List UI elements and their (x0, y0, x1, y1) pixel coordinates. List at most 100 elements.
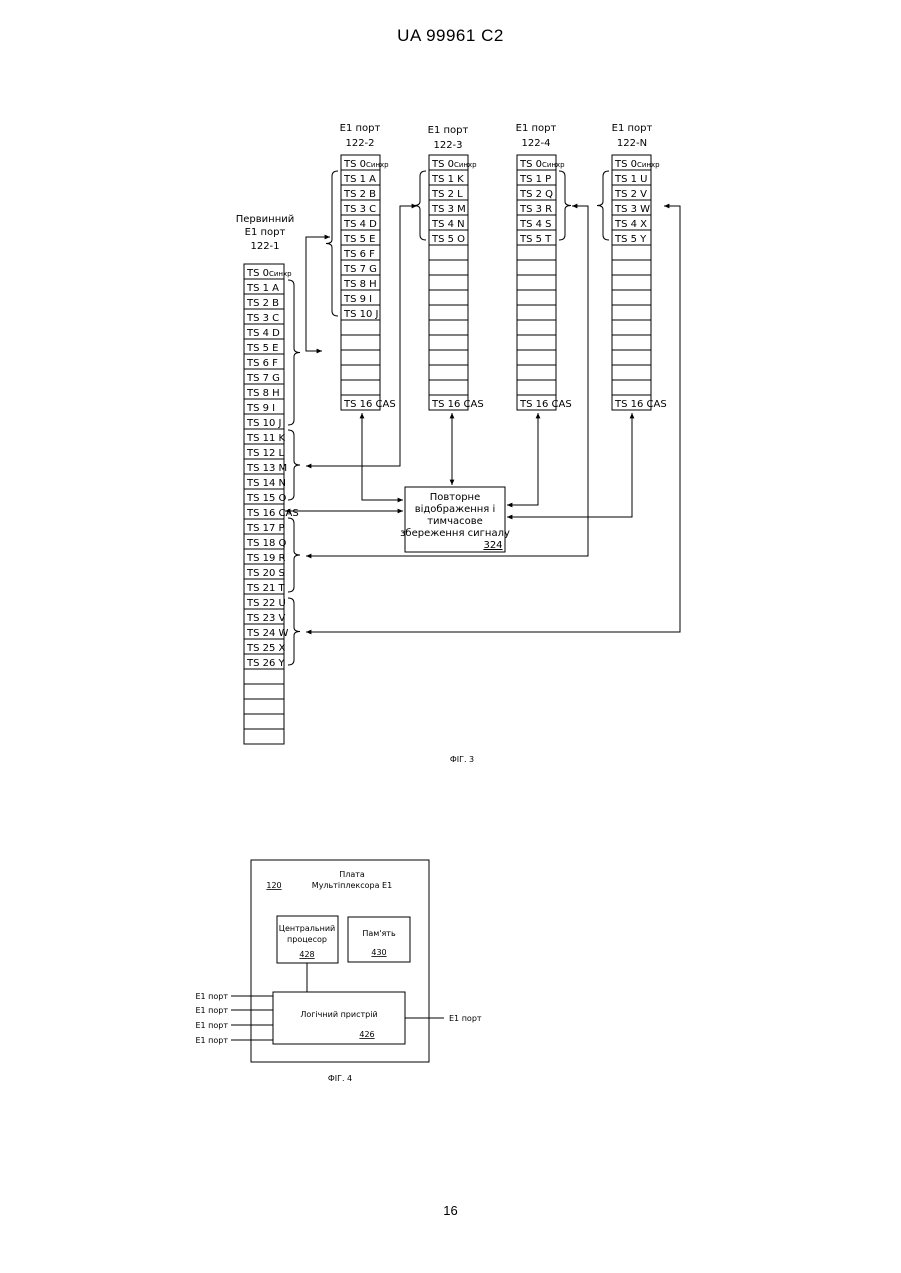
timeslot-cell (517, 380, 556, 395)
timeslot-cell (612, 335, 651, 350)
port-label-122-2: E1 порт 122-2 (340, 123, 381, 149)
timeslot-label: TS 4 X (614, 219, 647, 230)
timeslot-label: TS 0Синхр (519, 159, 565, 170)
timeslot-cell (244, 684, 284, 699)
svg-text:430: 430 (371, 948, 386, 957)
timeslot-label: TS 2 B (246, 298, 279, 309)
timeslot-label: TS 25 X (246, 643, 286, 654)
timeslot-cell (429, 350, 468, 365)
timeslot-label: TS 3 C (343, 204, 376, 215)
timeslot-label: TS 3 M (431, 204, 466, 215)
svg-text:E1 порт: E1 порт (612, 123, 653, 134)
timeslot-cell (517, 305, 556, 320)
svg-text:E1 порт: E1 порт (340, 123, 381, 134)
timeslot-label: TS 16 CAS (519, 399, 572, 410)
timeslot-label: TS 3 W (614, 204, 650, 215)
timeslot-cell (341, 320, 380, 335)
svg-text:122-1: 122-1 (250, 241, 279, 252)
timeslot-cell (612, 245, 651, 260)
port-122-3-slots: TS 0СинхрTS 1 KTS 2 LTS 3 MTS 4 NTS 5 OT… (429, 155, 484, 410)
brace-mark (559, 171, 571, 240)
timeslot-label: TS 16 CAS (614, 399, 667, 410)
svg-text:E1 порт: E1 порт (245, 227, 286, 238)
timeslot-cell (612, 350, 651, 365)
timeslot-label: TS 7 G (246, 373, 280, 384)
svg-text:Плата: Плата (339, 870, 365, 879)
timeslot-label: TS 21 T (246, 583, 286, 594)
timeslot-label: TS 14 N (246, 478, 286, 489)
timeslot-label: TS 6 F (246, 358, 278, 369)
svg-text:426: 426 (359, 1030, 374, 1039)
svg-text:Логічний пристрій: Логічний пристрій (300, 1010, 377, 1019)
timeslot-label: TS 3 C (246, 313, 279, 324)
timeslot-cell (244, 714, 284, 729)
timeslot-label: TS 15 O (246, 493, 287, 504)
timeslot-label: TS 2 Q (519, 189, 553, 200)
timeslot-label: TS 0Синхр (343, 159, 389, 170)
timeslot-label: TS 17 P (246, 523, 285, 534)
fig4-caption: ФІГ. 4 (328, 1074, 352, 1083)
timeslot-label: TS 0Синхр (246, 268, 292, 279)
timeslot-label: TS 16 CAS (343, 399, 396, 410)
port-122-2-slots: TS 0СинхрTS 1 ATS 2 BTS 3 CTS 4 DTS 5 ET… (341, 155, 396, 410)
timeslot-cell (517, 350, 556, 365)
svg-text:тимчасове: тимчасове (427, 516, 483, 527)
svg-text:122-2: 122-2 (345, 138, 374, 149)
timeslot-label: TS 5 O (431, 234, 465, 245)
primary-port-slots: TS 0СинхрTS 1 ATS 2 BTS 3 CTS 4 DTS 5 ET… (244, 264, 299, 744)
timeslot-cell (612, 275, 651, 290)
timeslot-label: TS 4 S (519, 219, 552, 230)
timeslot-cell (429, 245, 468, 260)
svg-text:Мультіплексора E1: Мультіплексора E1 (312, 881, 392, 890)
page-number: 16 (0, 1203, 901, 1218)
svg-text:E1 порт: E1 порт (195, 1021, 228, 1030)
brace-mark (288, 518, 300, 592)
timeslot-label: TS 0Синхр (431, 159, 477, 170)
timeslot-label: TS 2 V (614, 189, 647, 200)
timeslot-label: TS 16 CAS (246, 508, 299, 519)
timeslot-cell (341, 350, 380, 365)
timeslot-label: TS 1 K (431, 174, 464, 185)
svg-text:Первинний: Первинний (236, 214, 295, 225)
timeslot-cell (429, 275, 468, 290)
timeslot-cell (517, 320, 556, 335)
timeslot-label: TS 8 H (246, 388, 280, 399)
timeslot-label: TS 5 E (343, 234, 376, 245)
brace-mark (288, 280, 300, 425)
timeslot-label: TS 18 Q (246, 538, 287, 549)
timeslot-cell (244, 699, 284, 714)
svg-text:відображення і: відображення і (415, 503, 496, 515)
svg-text:E1 порт: E1 порт (195, 1006, 228, 1015)
fig4-connections (231, 963, 444, 1040)
timeslot-label: TS 12 L (246, 448, 285, 459)
timeslot-label: TS 22 U (246, 598, 286, 609)
timeslot-cell (429, 290, 468, 305)
timeslot-cell (429, 320, 468, 335)
timeslot-cell (517, 335, 556, 350)
timeslot-label: TS 26 Y (246, 658, 286, 669)
timeslot-cell (612, 305, 651, 320)
timeslot-cell (612, 365, 651, 380)
svg-text:Центральний: Центральний (279, 924, 335, 933)
timeslot-label: TS 24 W (246, 628, 289, 639)
timeslot-cell (429, 380, 468, 395)
timeslot-cell (341, 380, 380, 395)
svg-text:120: 120 (266, 881, 281, 890)
brace-mark (288, 598, 300, 665)
timeslot-cell (612, 380, 651, 395)
timeslot-cell (244, 669, 284, 684)
svg-text:збереження сигналу: збереження сигналу (400, 528, 510, 539)
timeslot-label: TS 2 B (343, 189, 376, 200)
timeslot-label: TS 10 J (246, 418, 282, 429)
cpu-box: Центральний процесор 428 (277, 916, 338, 963)
timeslot-cell (517, 365, 556, 380)
port-122-N-slots: TS 0СинхрTS 1 UTS 2 VTS 3 WTS 4 XTS 5 YT… (612, 155, 667, 410)
timeslot-label: TS 8 H (343, 279, 377, 290)
svg-text:E1 порт: E1 порт (449, 1014, 482, 1023)
logic-device-box: Логічний пристрій 426 (273, 992, 405, 1044)
timeslot-cell (429, 335, 468, 350)
timeslot-label: TS 19 R (246, 553, 286, 564)
timeslot-label: TS 7 G (343, 264, 377, 275)
timeslot-label: TS 0Синхр (614, 159, 660, 170)
timeslot-cell (429, 365, 468, 380)
